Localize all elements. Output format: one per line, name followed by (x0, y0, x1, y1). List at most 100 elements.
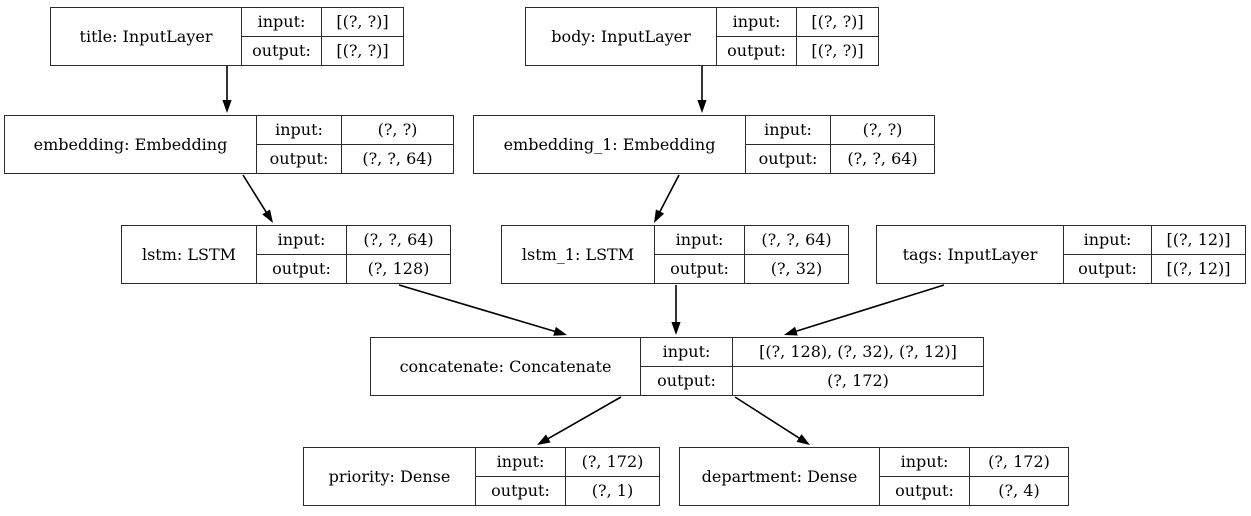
node-input-label-concatenate: input: (641, 338, 733, 366)
edge-tags-concatenate (784, 284, 945, 336)
node-io-table-tags: input: [(?, 12)] output: [(?, 12)] (1064, 226, 1245, 283)
node-input-shape-lstm_1: (?, ?, 64) (761, 230, 832, 250)
node-input-row-department: input: (?, 172) (880, 448, 1068, 477)
node-output-row-concatenate: output:(?, 172) (641, 366, 983, 395)
node-input-label-tags: input: (1064, 226, 1152, 254)
node-io-table-embedding_1: input: (?, ?) output: (?, ?, 64) (746, 116, 934, 173)
node-io-table-concatenate: input: [(?, 128), (?, 32), (?, 12)] output… (641, 338, 983, 395)
node-io-table-lstm: input: (?, ?, 64) output: (?, 128) (257, 226, 450, 283)
edge-line (546, 396, 622, 441)
node-input-row-body: input: [(?, ?)] (717, 8, 878, 37)
node-output-row-lstm_1: output: (?, 32) (655, 254, 848, 283)
edge-line (734, 396, 802, 440)
edge-lstm-concatenate (398, 284, 567, 336)
node-output-shape-embedding: (?, ?, 64) (362, 149, 433, 169)
edge-concatenate-department (734, 396, 810, 445)
node-output-shape-priority: (?, 1) (591, 481, 634, 501)
node-output-row-title: output:[(?, ?)] (242, 36, 403, 65)
node-input-shape-lstm: (?, ?, 64) (363, 230, 434, 250)
edge-title-embedding (222, 66, 232, 113)
node-input-shape-tags: [(?, 12)] (1166, 230, 1231, 250)
node-label-lstm_1: lstm_1: LSTM (502, 226, 655, 283)
node-input-label-lstm_1: input: (655, 226, 745, 254)
node-output-label-embedding_1: output: (746, 144, 831, 173)
node-io-table-title: input:[(?, ?)]output:[(?, ?)] (242, 8, 403, 65)
node-input-shape-concatenate: [(?, 128), (?, 32), (?, 12)] (759, 342, 957, 362)
node-input-label-lstm: input: (257, 226, 347, 254)
node-input-shape-title: [(?, ?)] (336, 12, 389, 32)
node-io-table-body: input: [(?, ?)] output:[(?, ?)] (717, 8, 878, 65)
node-label-embedding: embedding: Embedding (5, 116, 257, 173)
edge-arrowhead (537, 434, 551, 445)
node-input-shape-embedding_1: (?, ?) (862, 120, 903, 140)
node-input-row-tags: input: [(?, 12)] (1064, 226, 1245, 255)
node-label-priority: priority: Dense (304, 448, 476, 505)
node-input-row-embedding: input: (?, ?) (257, 116, 453, 145)
node-output-shape-tags: [(?, 12)] (1166, 259, 1231, 279)
node-label-tags: tags: InputLayer (877, 226, 1064, 283)
node-output-label-priority: output: (476, 476, 566, 505)
node-output-label-department: output: (880, 476, 970, 505)
node-input-label-title: input: (242, 8, 322, 36)
edge-arrowhead (553, 326, 567, 336)
node-output-label-lstm_1: output: (655, 254, 745, 283)
node-output-shape-embedding_1: (?, ?, 64) (847, 149, 918, 169)
node-output-shape-lstm: (?, 128) (367, 259, 430, 279)
node-output-row-embedding: output: (?, ?, 64) (257, 144, 453, 173)
edge-lstm_1-concatenate (671, 285, 681, 335)
node-output-shape-title: [(?, ?)] (336, 41, 389, 61)
node-label-concatenate: concatenate: Concatenate (371, 338, 641, 395)
node-input-shape-department: (?, 172) (988, 452, 1050, 472)
node-output-row-priority: output: (?, 1) (476, 476, 659, 505)
node-input-label-body: input: (717, 8, 797, 36)
node-label-lstm: lstm: LSTM (122, 226, 257, 283)
edge-arrowhead (222, 100, 232, 113)
node-input-row-concatenate: input: [(?, 128), (?, 32), (?, 12)] (641, 338, 983, 367)
node-label-body: body: InputLayer (526, 8, 717, 65)
edge-line (398, 284, 557, 333)
edge-line (242, 174, 268, 215)
node-output-row-department: output: (?, 4) (880, 476, 1068, 505)
edge-arrowhead (784, 326, 798, 336)
node-output-row-lstm: output: (?, 128) (257, 254, 450, 283)
node-label-title: title: InputLayer (51, 8, 242, 65)
node-input-shape-body: [(?, ?)] (811, 12, 864, 32)
node-output-label-lstm: output: (257, 254, 347, 283)
node-io-table-embedding: input: (?, ?) output: (?, ?, 64) (257, 116, 453, 173)
node-input-label-embedding_1: input: (746, 116, 831, 144)
edge-arrowhead (796, 434, 810, 445)
node-output-shape-lstm_1: (?, 32) (770, 259, 823, 279)
node-input-shape-priority: (?, 172) (581, 452, 644, 472)
edge-arrowhead (671, 322, 681, 335)
edge-arrowhead (697, 100, 707, 113)
node-input-shape-embedding: (?, ?) (377, 120, 418, 140)
edge-concatenate-priority (537, 396, 622, 445)
edge-arrowhead (654, 209, 665, 223)
edge-arrowhead (262, 209, 273, 223)
node-label-embedding_1: embedding_1: Embedding (474, 116, 746, 173)
edge-line (794, 284, 945, 333)
node-output-label-embedding: output: (257, 144, 342, 173)
node-input-label-department: input: (880, 448, 970, 476)
node-output-row-body: output:[(?, ?)] (717, 36, 878, 65)
node-output-row-tags: output: [(?, 12)] (1064, 254, 1245, 283)
node-output-label-tags: output: (1064, 254, 1152, 283)
node-output-row-embedding_1: output: (?, ?, 64) (746, 144, 934, 173)
node-input-label-embedding: input: (257, 116, 342, 144)
edge-line (658, 174, 680, 214)
node-io-table-lstm_1: input: (?, ?, 64) output: (?, 32) (655, 226, 848, 283)
node-input-label-priority: input: (476, 448, 566, 476)
node-output-shape-department: (?, 4) (998, 481, 1040, 501)
edge-body-embedding_1 (697, 66, 707, 113)
